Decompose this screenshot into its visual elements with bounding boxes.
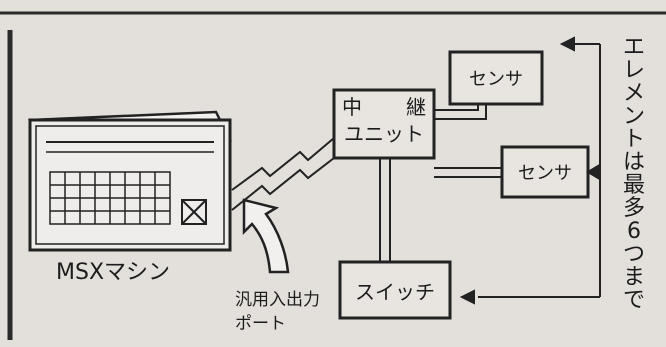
vertical-note-char: で (622, 288, 645, 313)
port-label-line1: 汎用入出力 (235, 290, 320, 310)
cartridge-slot-icon (181, 199, 207, 225)
element-range-bracket (459, 36, 601, 305)
msx-machine-icon (27, 110, 232, 252)
zigzag-cable (231, 137, 335, 211)
connector-sensor-top (434, 104, 487, 120)
vertical-note-char: ト (622, 127, 645, 152)
port-label: 汎用入出力 ポート (235, 288, 320, 336)
port-arrow-icon (242, 198, 290, 274)
port-label-line2: ポート (235, 314, 286, 334)
arrowhead-bottom-icon (459, 289, 475, 305)
vertical-note-char: つ (622, 242, 645, 267)
relay-unit-subtitle: ユニット (344, 122, 424, 146)
keyboard-grid (49, 171, 171, 225)
switch-label: スイッチ (355, 279, 435, 304)
connector-switch (379, 158, 391, 262)
vertical-note-char: は (622, 150, 645, 175)
relay-unit-box (332, 88, 436, 160)
vertical-note-char: エ (622, 35, 645, 60)
arrowhead-top-icon (559, 36, 575, 52)
relay-unit-char-2: 継 (406, 95, 426, 119)
vertical-note-char: 多 (622, 196, 645, 221)
msx-machine-label: MSXマシン (56, 260, 171, 285)
vertical-note-char: 6 (627, 219, 641, 244)
sensor-right-label: センサ (518, 163, 572, 184)
vertical-note-char: レ (622, 58, 645, 83)
connector-sensor-right (434, 167, 502, 178)
switch-box (338, 260, 452, 320)
vertical-note-char: ま (622, 265, 645, 290)
sensor-top-box (448, 50, 544, 106)
vertical-note-char: メ (622, 81, 645, 106)
arrowhead-middle-icon (586, 164, 599, 180)
relay-unit-char-1: 中 (342, 95, 362, 119)
relay-unit-title: 中 継 (334, 97, 434, 117)
vertical-note-char: ン (622, 104, 645, 129)
vertical-note-char: 最 (622, 173, 645, 198)
sensor-top-label: センサ (469, 69, 523, 90)
